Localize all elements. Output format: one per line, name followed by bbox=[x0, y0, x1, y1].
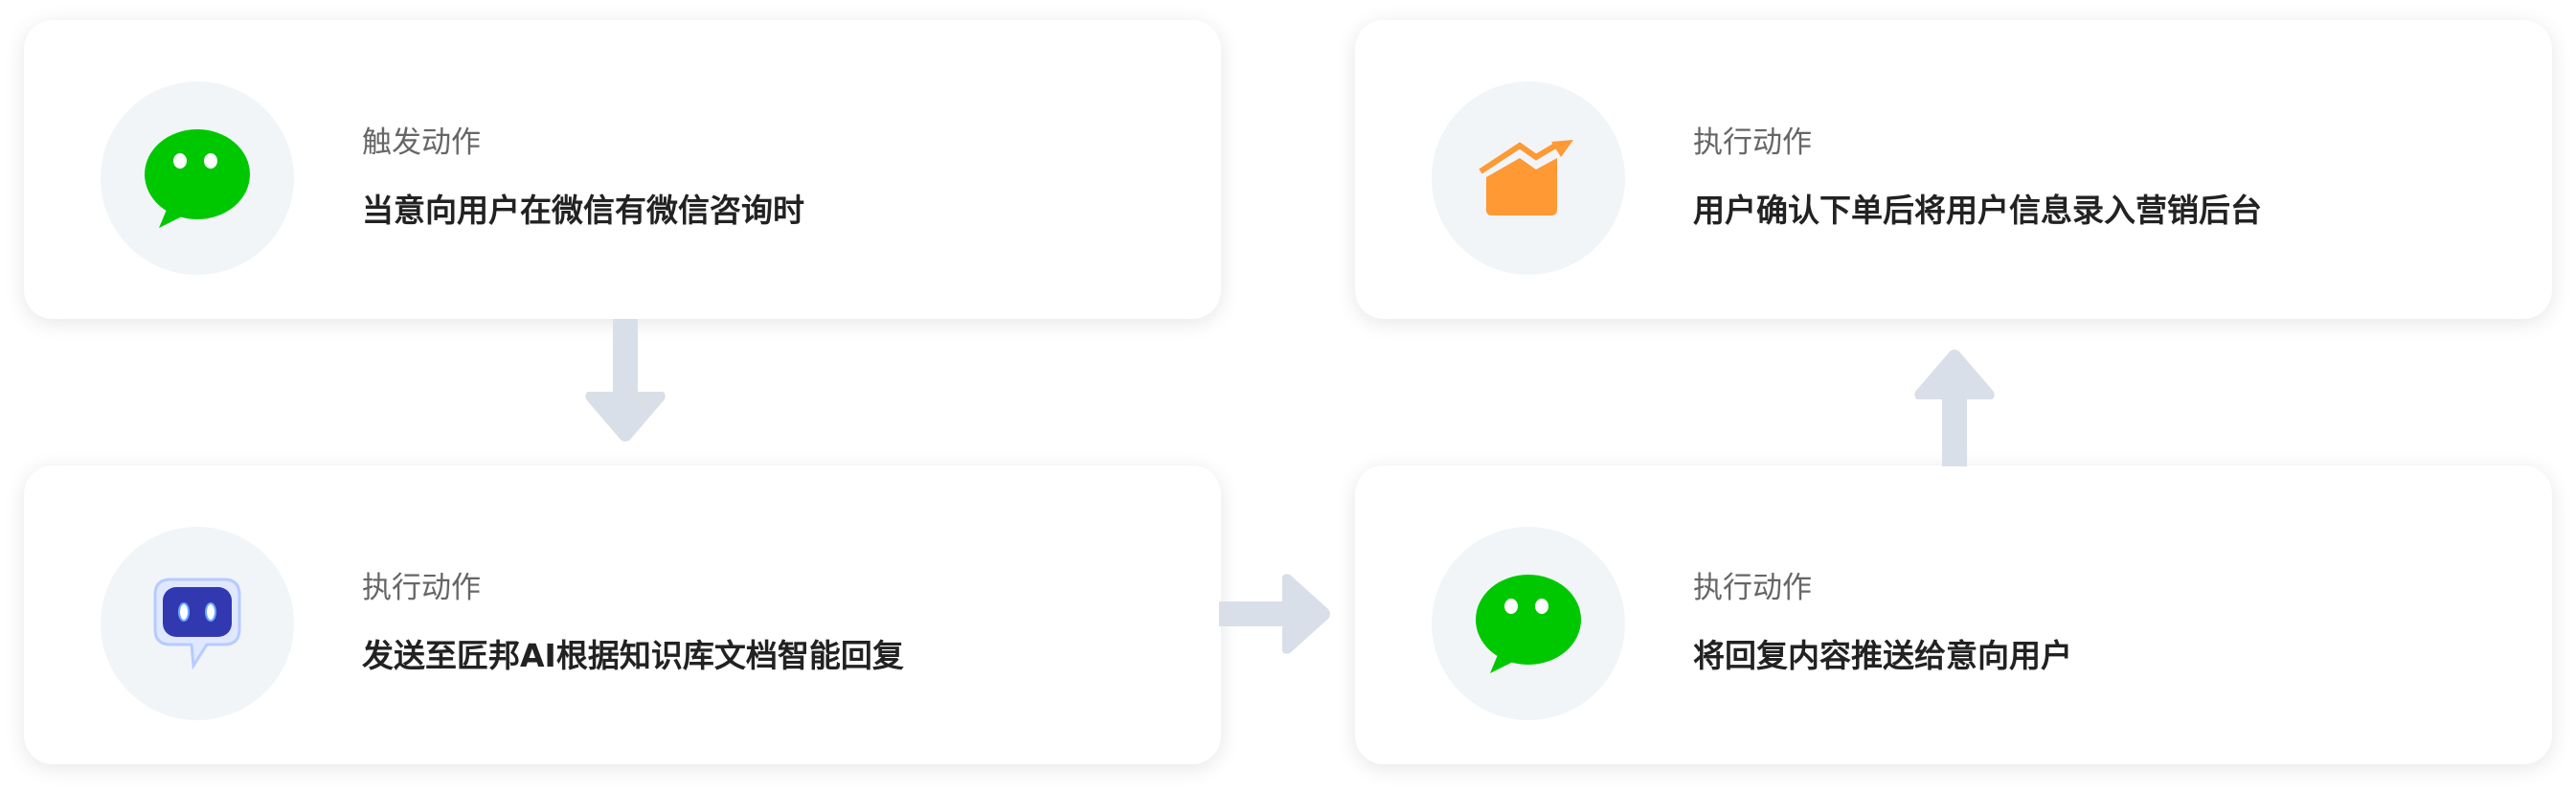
step-text: 发送至匠邦AI根据知识库文档智能回复 bbox=[362, 637, 904, 674]
step-card-push: 执行动作 将回复内容推送给意向用户 bbox=[1355, 465, 2552, 764]
step-label: 执行动作 bbox=[1693, 571, 1812, 605]
step-text: 用户确认下单后将用户信息录入营销后台 bbox=[1693, 192, 2262, 229]
step-card-record: 执行动作 用户确认下单后将用户信息录入营销后台 bbox=[1355, 20, 2552, 319]
arrow-up-icon bbox=[1914, 350, 1995, 466]
wechat-icon bbox=[1476, 575, 1581, 673]
step-label: 执行动作 bbox=[1693, 125, 1812, 160]
arrow-right-icon bbox=[1219, 574, 1330, 654]
step-label: 触发动作 bbox=[362, 125, 481, 160]
step-text: 当意向用户在微信有微信咨询时 bbox=[362, 192, 804, 229]
icon-circle bbox=[101, 527, 294, 720]
step-card-ai-reply: 执行动作 发送至匠邦AI根据知识库文档智能回复 bbox=[24, 465, 1221, 764]
arrow-down-icon bbox=[585, 319, 666, 442]
wechat-icon bbox=[145, 129, 250, 228]
chart-growth-icon bbox=[1479, 140, 1573, 215]
icon-circle bbox=[1432, 527, 1625, 720]
icon-circle bbox=[101, 81, 294, 275]
step-label: 执行动作 bbox=[362, 571, 481, 605]
ai-robot-icon bbox=[153, 578, 241, 670]
icon-circle bbox=[1432, 81, 1625, 275]
step-text: 将回复内容推送给意向用户 bbox=[1693, 637, 2072, 674]
step-card-trigger: 触发动作 当意向用户在微信有微信咨询时 bbox=[24, 20, 1221, 319]
